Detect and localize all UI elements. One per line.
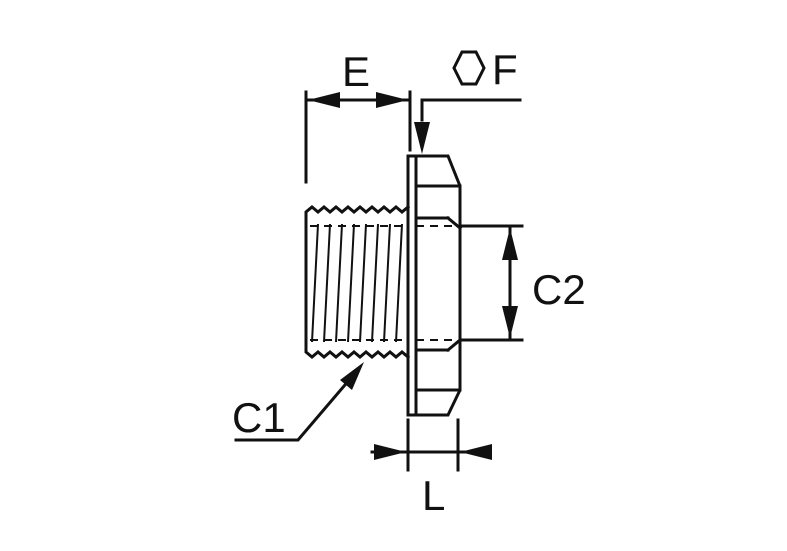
hexagon-icon [452, 50, 486, 86]
dimension-L: L [370, 418, 492, 519]
thread-lines [311, 223, 403, 343]
label-C2: C2 [532, 266, 586, 313]
dimension-E: E [304, 48, 412, 184]
dimension-C2: C2 [460, 224, 586, 342]
label-L: L [422, 472, 445, 519]
hex-head [406, 154, 463, 417]
label-E: E [342, 48, 370, 95]
threaded-shank [304, 204, 411, 360]
label-C1: C1 [232, 394, 286, 441]
dimension-C1: C1 [232, 362, 364, 442]
label-F: F [492, 46, 518, 93]
dimension-F: F [414, 46, 522, 154]
